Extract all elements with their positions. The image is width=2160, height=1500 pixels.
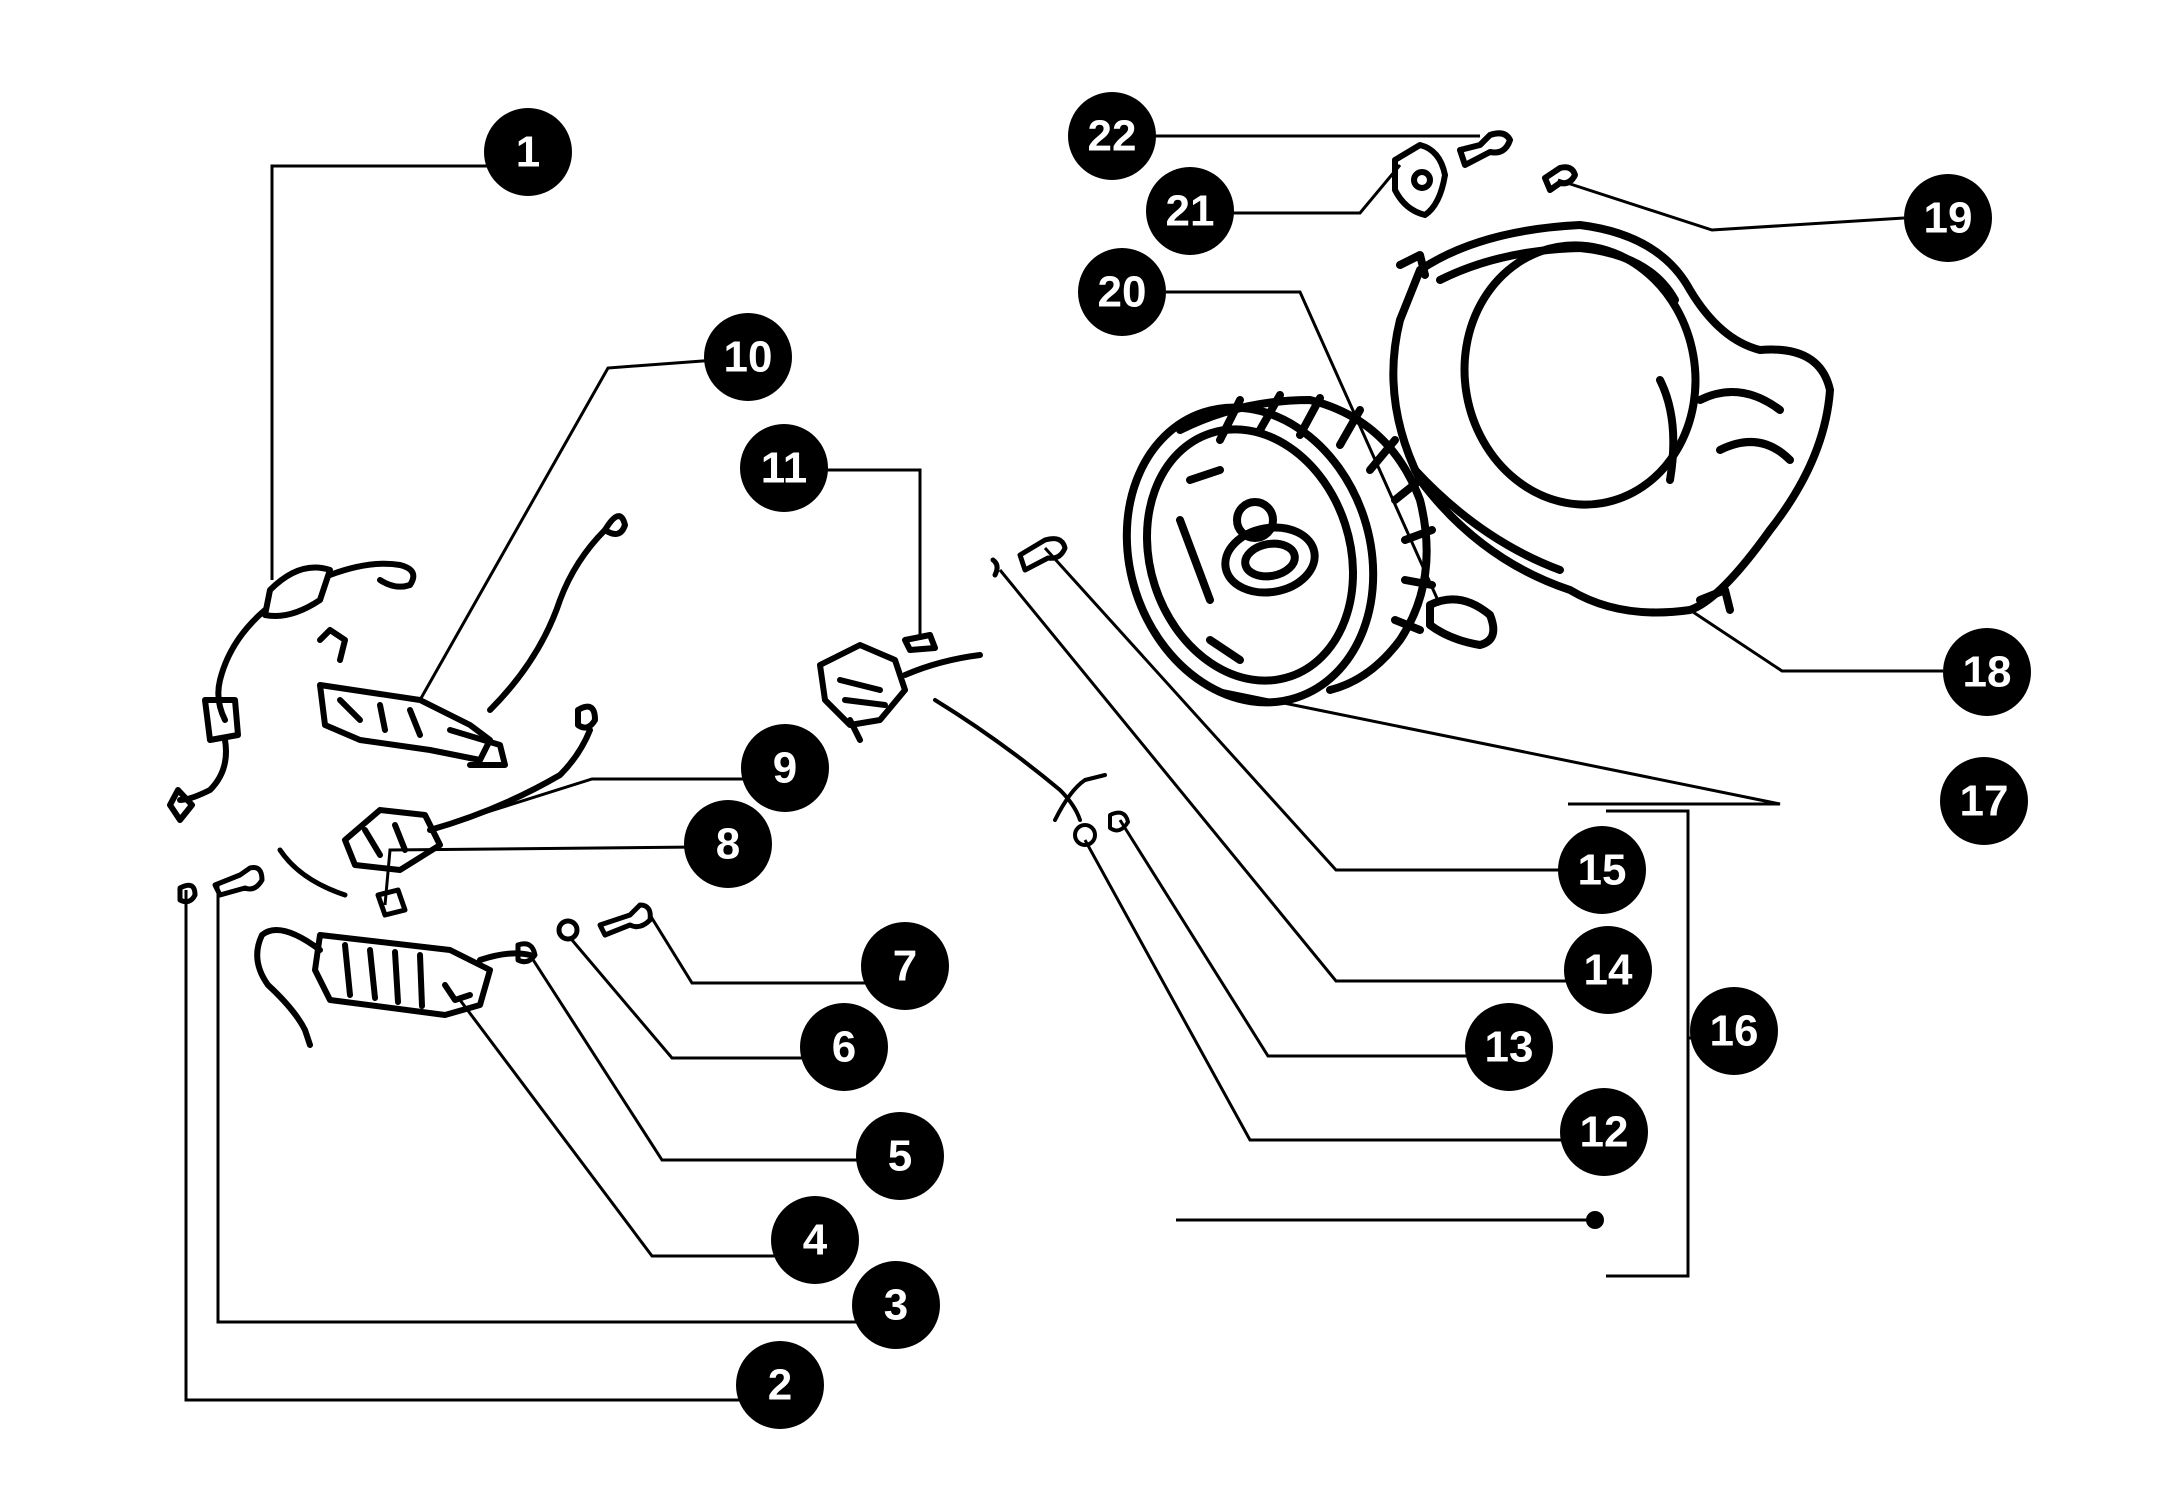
callout-3: 3 <box>852 1261 940 1349</box>
svg-text:18: 18 <box>1963 648 2012 697</box>
svg-text:16: 16 <box>1710 1007 1759 1056</box>
coil-assembly-part <box>254 927 533 1048</box>
fan-housing-part <box>1389 221 1834 617</box>
switch-bracket-part <box>817 632 983 743</box>
callout-6: 6 <box>800 1003 888 1091</box>
screw-parts-left <box>177 865 265 905</box>
svg-text:3: 3 <box>884 1281 908 1330</box>
callout-19: 19 <box>1904 174 1992 262</box>
bracket-end-dot <box>1586 1211 1604 1229</box>
callout-7: 7 <box>861 922 949 1010</box>
key-part <box>1426 595 1498 649</box>
callout-5: 5 <box>856 1112 944 1200</box>
callout-8: 8 <box>684 800 772 888</box>
svg-text:13: 13 <box>1485 1023 1534 1072</box>
callout-22: 22 <box>1068 92 1156 180</box>
callout-21: 21 <box>1146 167 1234 255</box>
svg-text:1: 1 <box>516 128 540 177</box>
callout-12: 12 <box>1560 1088 1648 1176</box>
svg-text:11: 11 <box>761 444 808 493</box>
callout-16: 16 <box>1690 987 1778 1075</box>
small-hardware-parts <box>515 902 653 965</box>
callout-15: 15 <box>1558 826 1646 914</box>
svg-text:12: 12 <box>1580 1108 1629 1157</box>
ignition-harness-part <box>167 560 417 823</box>
svg-text:9: 9 <box>773 744 797 793</box>
leader-lines <box>184 134 1943 1402</box>
svg-text:7: 7 <box>893 942 917 991</box>
callout-20: 20 <box>1078 248 1166 336</box>
svg-text:15: 15 <box>1578 846 1627 895</box>
ignition-module-part <box>317 513 628 768</box>
svg-text:20: 20 <box>1098 268 1147 317</box>
svg-text:22: 22 <box>1088 112 1137 161</box>
callout-2: 2 <box>736 1341 824 1429</box>
callout-17: 17 <box>1940 757 2028 845</box>
callout-13: 13 <box>1465 1003 1553 1091</box>
svg-text:6: 6 <box>832 1023 856 1072</box>
clip-part <box>277 847 408 918</box>
top-hardware-parts <box>1392 130 1578 218</box>
flywheel-part <box>1122 391 1436 707</box>
callout-18: 18 <box>1943 628 2031 716</box>
svg-text:8: 8 <box>716 820 740 869</box>
callout-14: 14 <box>1564 926 1652 1014</box>
callout-11: 11 <box>740 424 828 512</box>
svg-text:19: 19 <box>1924 194 1973 243</box>
callout-4: 4 <box>771 1196 859 1284</box>
svg-text:14: 14 <box>1584 946 1633 995</box>
callout-10: 10 <box>704 313 792 401</box>
callout-9: 9 <box>741 724 829 812</box>
svg-text:2: 2 <box>768 1361 792 1410</box>
svg-text:10: 10 <box>724 333 773 382</box>
svg-text:17: 17 <box>1960 777 2009 826</box>
svg-text:4: 4 <box>803 1216 828 1265</box>
callout-1: 1 <box>484 108 572 196</box>
svg-text:5: 5 <box>888 1132 912 1181</box>
callout-badges: 1 2 3 4 5 6 7 8 9 10 11 12 13 14 15 16 1… <box>484 92 2031 1429</box>
wire-part <box>933 698 1130 847</box>
small-screws-parts <box>990 536 1068 578</box>
svg-text:21: 21 <box>1166 187 1215 236</box>
